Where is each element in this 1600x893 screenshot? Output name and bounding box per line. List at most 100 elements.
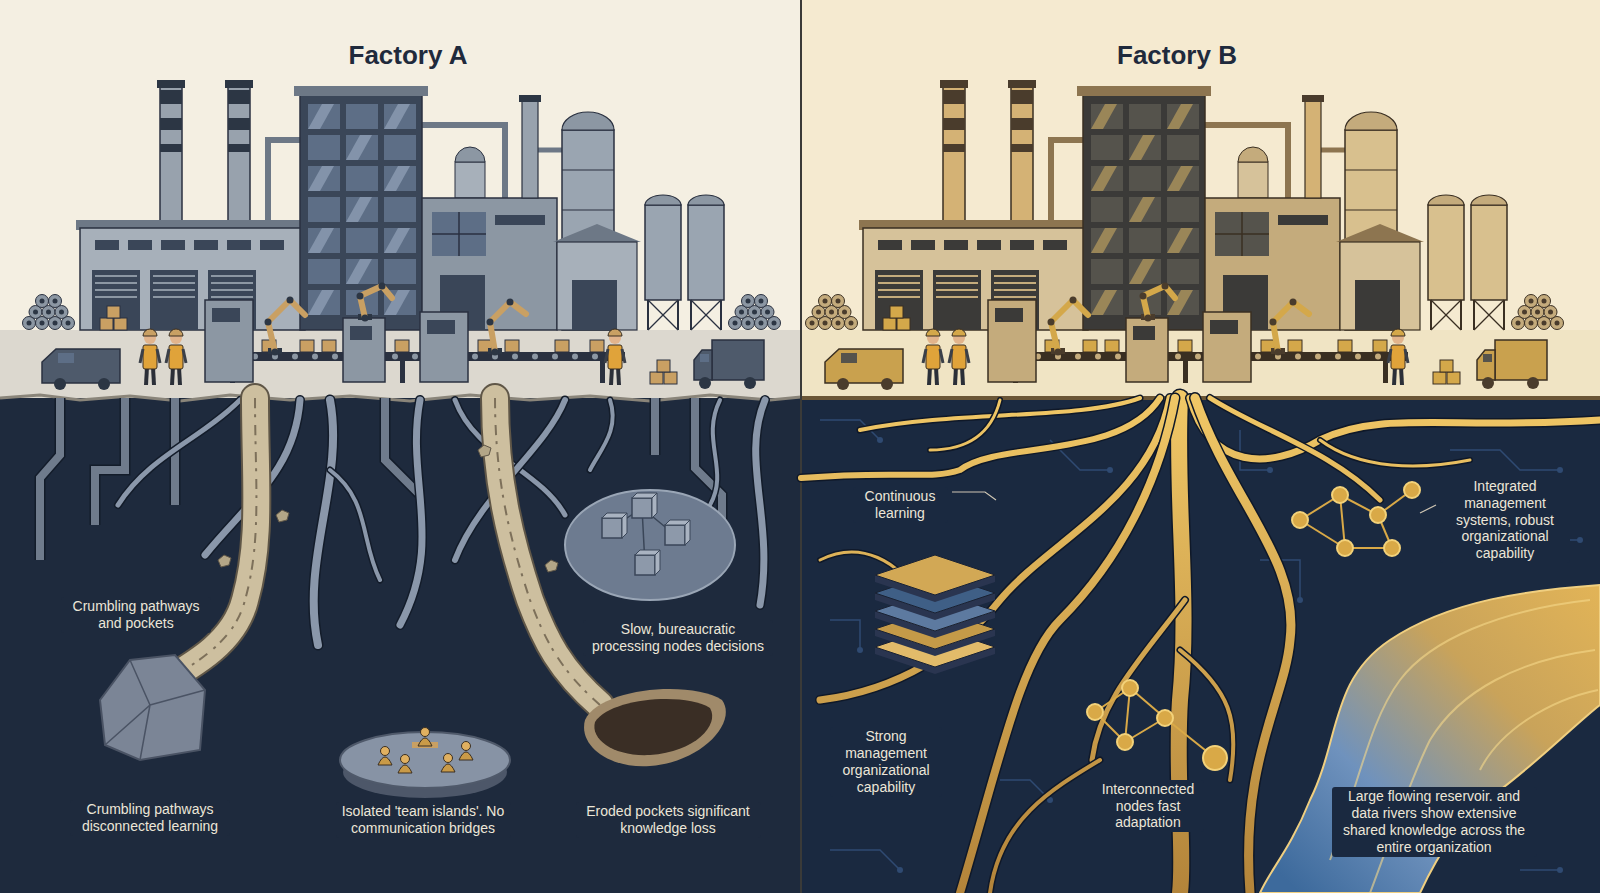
chimney-stripe bbox=[943, 90, 965, 104]
glass-reflection bbox=[1091, 104, 1117, 129]
shutter-line bbox=[936, 289, 978, 291]
wheel bbox=[98, 378, 110, 390]
silo-truss bbox=[691, 300, 721, 330]
team-island bbox=[340, 732, 510, 788]
conveyor-roller bbox=[412, 354, 418, 360]
person-head bbox=[381, 747, 390, 756]
conveyor-roller bbox=[552, 354, 558, 360]
box bbox=[883, 318, 896, 330]
log-core bbox=[66, 321, 71, 326]
glass-pane bbox=[384, 104, 416, 129]
root-outline bbox=[756, 400, 765, 605]
silo bbox=[645, 205, 681, 300]
person-body bbox=[378, 757, 392, 765]
rock-facet bbox=[105, 660, 205, 760]
worker-leg bbox=[936, 367, 937, 385]
knowledge-river bbox=[1260, 585, 1600, 893]
window bbox=[227, 240, 251, 250]
log-core bbox=[752, 310, 757, 315]
chimney-stripe bbox=[1011, 118, 1033, 130]
glass-reflection bbox=[308, 290, 334, 315]
shutter-line bbox=[878, 289, 920, 291]
pit-rim bbox=[584, 689, 726, 766]
glass-pane bbox=[308, 197, 340, 222]
hard-hat bbox=[926, 329, 940, 336]
log-core bbox=[842, 310, 847, 315]
label-holder: Factory A bbox=[248, 39, 568, 72]
silo-top bbox=[645, 195, 681, 205]
dome-base bbox=[455, 162, 485, 198]
box bbox=[1288, 340, 1302, 352]
glass-pane bbox=[1129, 135, 1161, 160]
silo bbox=[1471, 205, 1507, 300]
glass-reflection bbox=[1167, 228, 1193, 253]
window bbox=[1278, 215, 1328, 225]
window bbox=[194, 240, 218, 250]
robot-joint bbox=[1275, 349, 1282, 356]
root-outline bbox=[314, 400, 333, 645]
label-holder: Crumbling pathways disconnected learning bbox=[70, 800, 230, 836]
glass-pane bbox=[1091, 259, 1123, 284]
conveyor-roller bbox=[1095, 354, 1101, 360]
conveyor-roller bbox=[1195, 354, 1201, 360]
shutter-line bbox=[153, 282, 195, 284]
golden-root bbox=[1195, 398, 1291, 893]
box bbox=[100, 318, 113, 330]
shutter-line bbox=[211, 289, 253, 291]
silo-truss bbox=[1431, 300, 1461, 330]
glass-reflection bbox=[384, 166, 410, 191]
eroded-pit bbox=[594, 699, 712, 755]
truck-cargo bbox=[1495, 340, 1547, 380]
conveyor-roller bbox=[472, 354, 478, 360]
robot-joint bbox=[487, 319, 494, 326]
machine-screen bbox=[212, 308, 240, 322]
shed-roof bbox=[1336, 224, 1424, 242]
log-core bbox=[746, 321, 751, 326]
network-node bbox=[1384, 540, 1400, 556]
shed-roof bbox=[553, 224, 641, 242]
silo-leg bbox=[1473, 300, 1475, 330]
window bbox=[911, 240, 935, 250]
dome bbox=[1238, 147, 1268, 162]
log bbox=[819, 295, 832, 308]
wheel bbox=[54, 378, 66, 390]
wheel bbox=[1482, 377, 1494, 389]
log bbox=[742, 295, 755, 308]
box bbox=[1178, 340, 1192, 352]
silo bbox=[688, 205, 724, 300]
van-window bbox=[58, 353, 74, 363]
glass-reflection bbox=[1129, 259, 1155, 284]
network-node bbox=[1157, 710, 1173, 726]
label-holder: Slow, bureaucratic processing nodes deci… bbox=[583, 620, 773, 656]
shutter-line bbox=[95, 275, 137, 277]
loading-bay bbox=[150, 270, 198, 330]
tower-ring bbox=[562, 169, 614, 170]
hard-hat bbox=[608, 329, 622, 336]
glass-pane bbox=[346, 197, 378, 222]
worker-vest bbox=[143, 345, 157, 369]
callout-note: Interconnected nodes fast adaptation bbox=[1092, 780, 1204, 832]
building bbox=[422, 198, 557, 330]
shed bbox=[557, 242, 637, 330]
window bbox=[260, 240, 284, 250]
cube-face bbox=[602, 513, 627, 538]
conveyor-roller bbox=[1175, 354, 1181, 360]
circuit-pad bbox=[1557, 867, 1563, 873]
robot-joint bbox=[492, 349, 499, 356]
box bbox=[107, 306, 120, 318]
underground-a bbox=[40, 398, 765, 798]
cube bbox=[602, 518, 622, 538]
log-core bbox=[836, 321, 841, 326]
network-node bbox=[1122, 680, 1138, 696]
broken-pipe bbox=[40, 398, 60, 560]
root-outline bbox=[1180, 650, 1233, 780]
shed bbox=[1340, 242, 1420, 330]
van bbox=[42, 349, 120, 383]
glass-pane bbox=[1167, 228, 1199, 253]
callout-note: Eroded pockets significant knowledge los… bbox=[576, 802, 761, 838]
log bbox=[49, 295, 62, 308]
box bbox=[1433, 372, 1446, 384]
chimney-stripe bbox=[160, 144, 182, 152]
box bbox=[657, 360, 670, 372]
